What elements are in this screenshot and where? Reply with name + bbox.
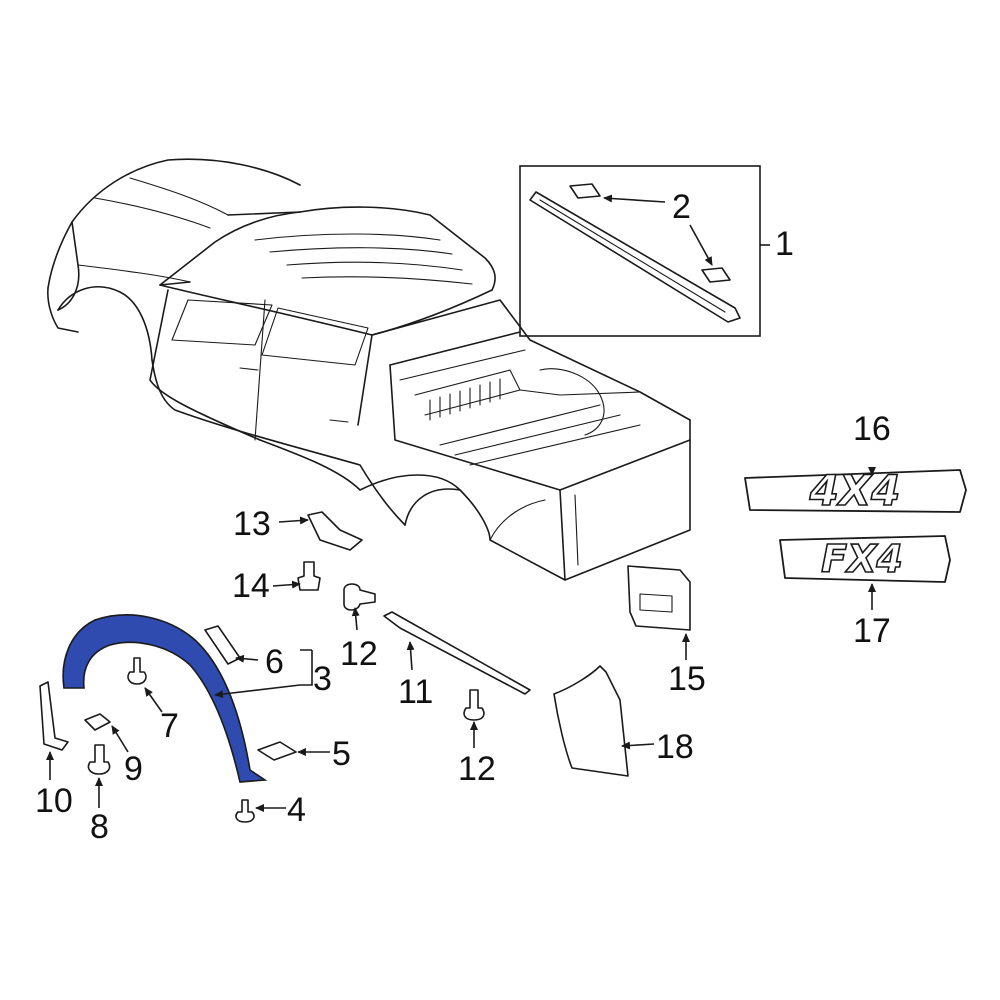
bed-ribs <box>429 378 641 466</box>
part-3-wheel-flare[interactable] <box>62 614 268 783</box>
part-10-trim[interactable] <box>39 681 69 751</box>
leader-lines <box>46 467 876 812</box>
callout-1: 1 <box>775 225 794 263</box>
callout-2: 2 <box>672 188 691 226</box>
callout-labels: 1 2 3 4 5 6 7 8 9 10 11 12 12 13 14 15 1… <box>35 188 891 846</box>
callout-12a: 12 <box>340 635 378 673</box>
part-2-clip-a[interactable] <box>569 183 601 199</box>
badge-fx4-text: FX4 <box>821 537 903 581</box>
part-15-guard[interactable] <box>627 565 691 631</box>
part-5-clip[interactable] <box>257 741 297 761</box>
part-8-bolt[interactable] <box>87 744 111 775</box>
callout-10: 10 <box>35 782 73 820</box>
part-11-molding[interactable] <box>383 611 531 695</box>
badge-fx4[interactable]: FX4 <box>779 535 951 583</box>
part-7-pin[interactable] <box>127 657 147 685</box>
callout-18: 18 <box>656 728 694 766</box>
callout-14: 14 <box>232 567 270 605</box>
callout-13: 13 <box>233 505 271 543</box>
truck-body-illustration <box>47 158 691 581</box>
callout-7: 7 <box>160 707 179 745</box>
part-4-pin[interactable] <box>235 799 255 823</box>
part-2-clip-b[interactable] <box>701 267 731 283</box>
part-12-pin-lower[interactable] <box>463 689 485 721</box>
callout-6: 6 <box>265 643 284 681</box>
part-18-mudflap[interactable] <box>553 665 629 777</box>
part-1-box <box>519 165 761 337</box>
callout-5: 5 <box>332 735 351 773</box>
callout-11: 11 <box>398 673 433 711</box>
part-1-group <box>519 165 770 337</box>
callout-3: 3 <box>313 660 332 698</box>
callout-12b: 12 <box>458 750 496 788</box>
part-13-shield[interactable] <box>307 511 363 551</box>
flare-shape[interactable] <box>62 614 268 783</box>
badge-4x4-text: 4X4 <box>809 466 901 515</box>
part-12-pin-upper[interactable] <box>343 583 376 611</box>
callout-4: 4 <box>287 791 306 829</box>
callout-16: 16 <box>853 410 891 448</box>
part-14-bolt[interactable] <box>297 561 321 591</box>
callout-17: 17 <box>853 612 891 650</box>
callout-8: 8 <box>90 808 109 846</box>
badge-4x4[interactable]: 4X4 <box>744 465 967 516</box>
callout-9: 9 <box>124 750 143 788</box>
part-9-nut[interactable] <box>84 713 111 731</box>
callout-15: 15 <box>668 660 706 698</box>
